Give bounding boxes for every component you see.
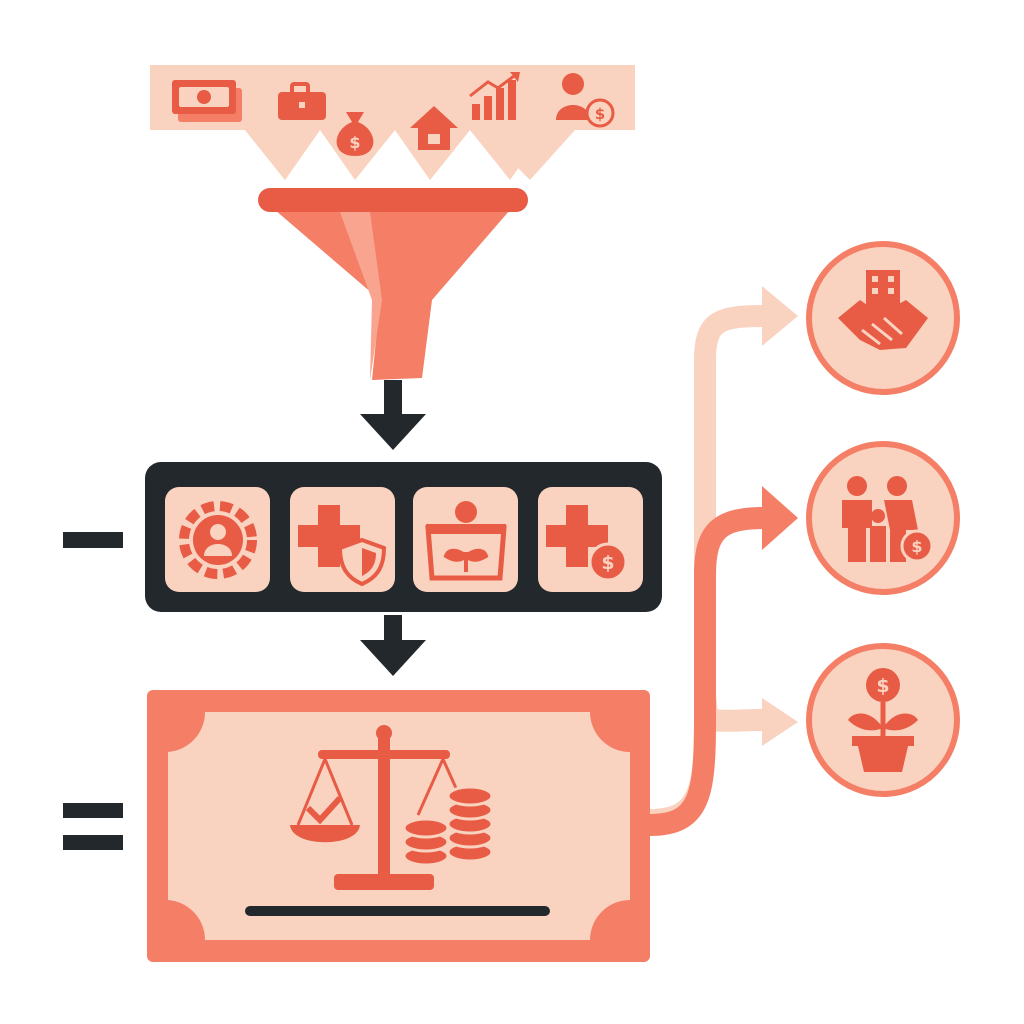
medical-dollar-icon: $ [546,505,628,582]
svg-text:$: $ [601,552,614,574]
person-dollar-icon: $ [556,73,615,128]
family-dollar-icon: $ [806,441,960,595]
house-icon [410,106,458,150]
growth-chart-icon [469,72,520,120]
svg-text:$: $ [911,537,922,556]
svg-text:$: $ [349,133,360,152]
arrow-down-icon [360,380,426,450]
money-plant-icon: $ [806,643,960,797]
minus-icon [63,532,123,548]
money-bag-icon: $ [336,112,374,156]
equals-icon [63,803,123,850]
funnel-icon [258,188,528,380]
svg-text:$: $ [595,105,605,123]
net-income-bill [147,690,650,962]
briefcase-icon [278,82,326,120]
balance-scale-coins-icon [290,725,494,890]
gear-person-icon [179,501,257,579]
arrow-down-icon [360,615,426,676]
cash-icon [172,80,242,122]
savings-jar-icon [425,501,507,581]
business-handshake-icon [806,241,960,395]
health-shield-icon [298,505,387,587]
flow-arrows [649,286,798,836]
svg-text:$: $ [876,675,889,697]
